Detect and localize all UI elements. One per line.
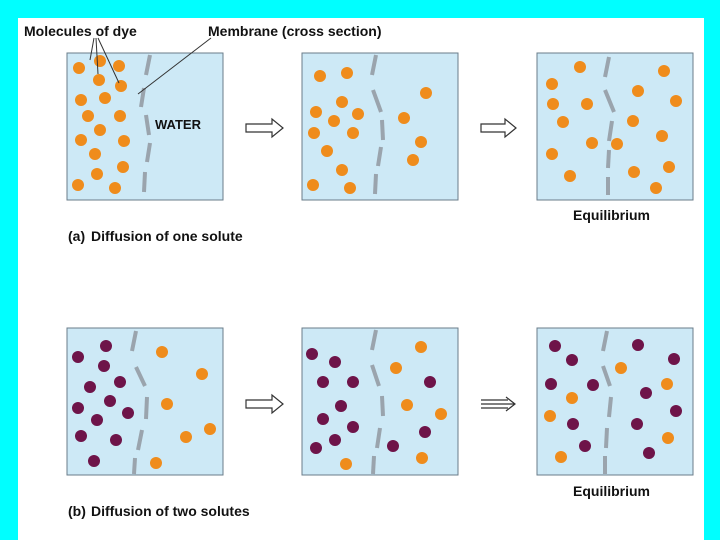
panel-a-equilibrium	[537, 53, 693, 200]
arrow-b-1	[246, 395, 283, 413]
caption-a-prefix: (a)	[68, 228, 85, 244]
equilibrium-label-b: Equilibrium	[573, 483, 650, 499]
diffusion-diagram: Molecules of dye Membrane (cross section…	[18, 18, 704, 540]
panel-b-start	[67, 328, 223, 475]
arrow-a-1	[246, 119, 283, 137]
equilibrium-label-a: Equilibrium	[573, 207, 650, 223]
slide: Molecules of dye Membrane (cross section…	[18, 18, 704, 540]
caption-a: Diffusion of one solute	[91, 228, 243, 244]
panel-b-equilibrium	[537, 328, 693, 475]
panel-b-middle	[302, 328, 458, 475]
arrow-b-2	[481, 397, 515, 411]
panel-a-middle	[302, 53, 458, 200]
caption-b: Diffusion of two solutes	[91, 503, 250, 519]
caption-b-prefix: (b)	[68, 503, 86, 519]
membrane-label: Membrane (cross section)	[208, 23, 382, 39]
water-box	[302, 328, 458, 475]
molecules-of-dye-label: Molecules of dye	[24, 23, 137, 39]
arrow-a-2	[481, 119, 516, 137]
water-label: WATER	[155, 117, 202, 132]
